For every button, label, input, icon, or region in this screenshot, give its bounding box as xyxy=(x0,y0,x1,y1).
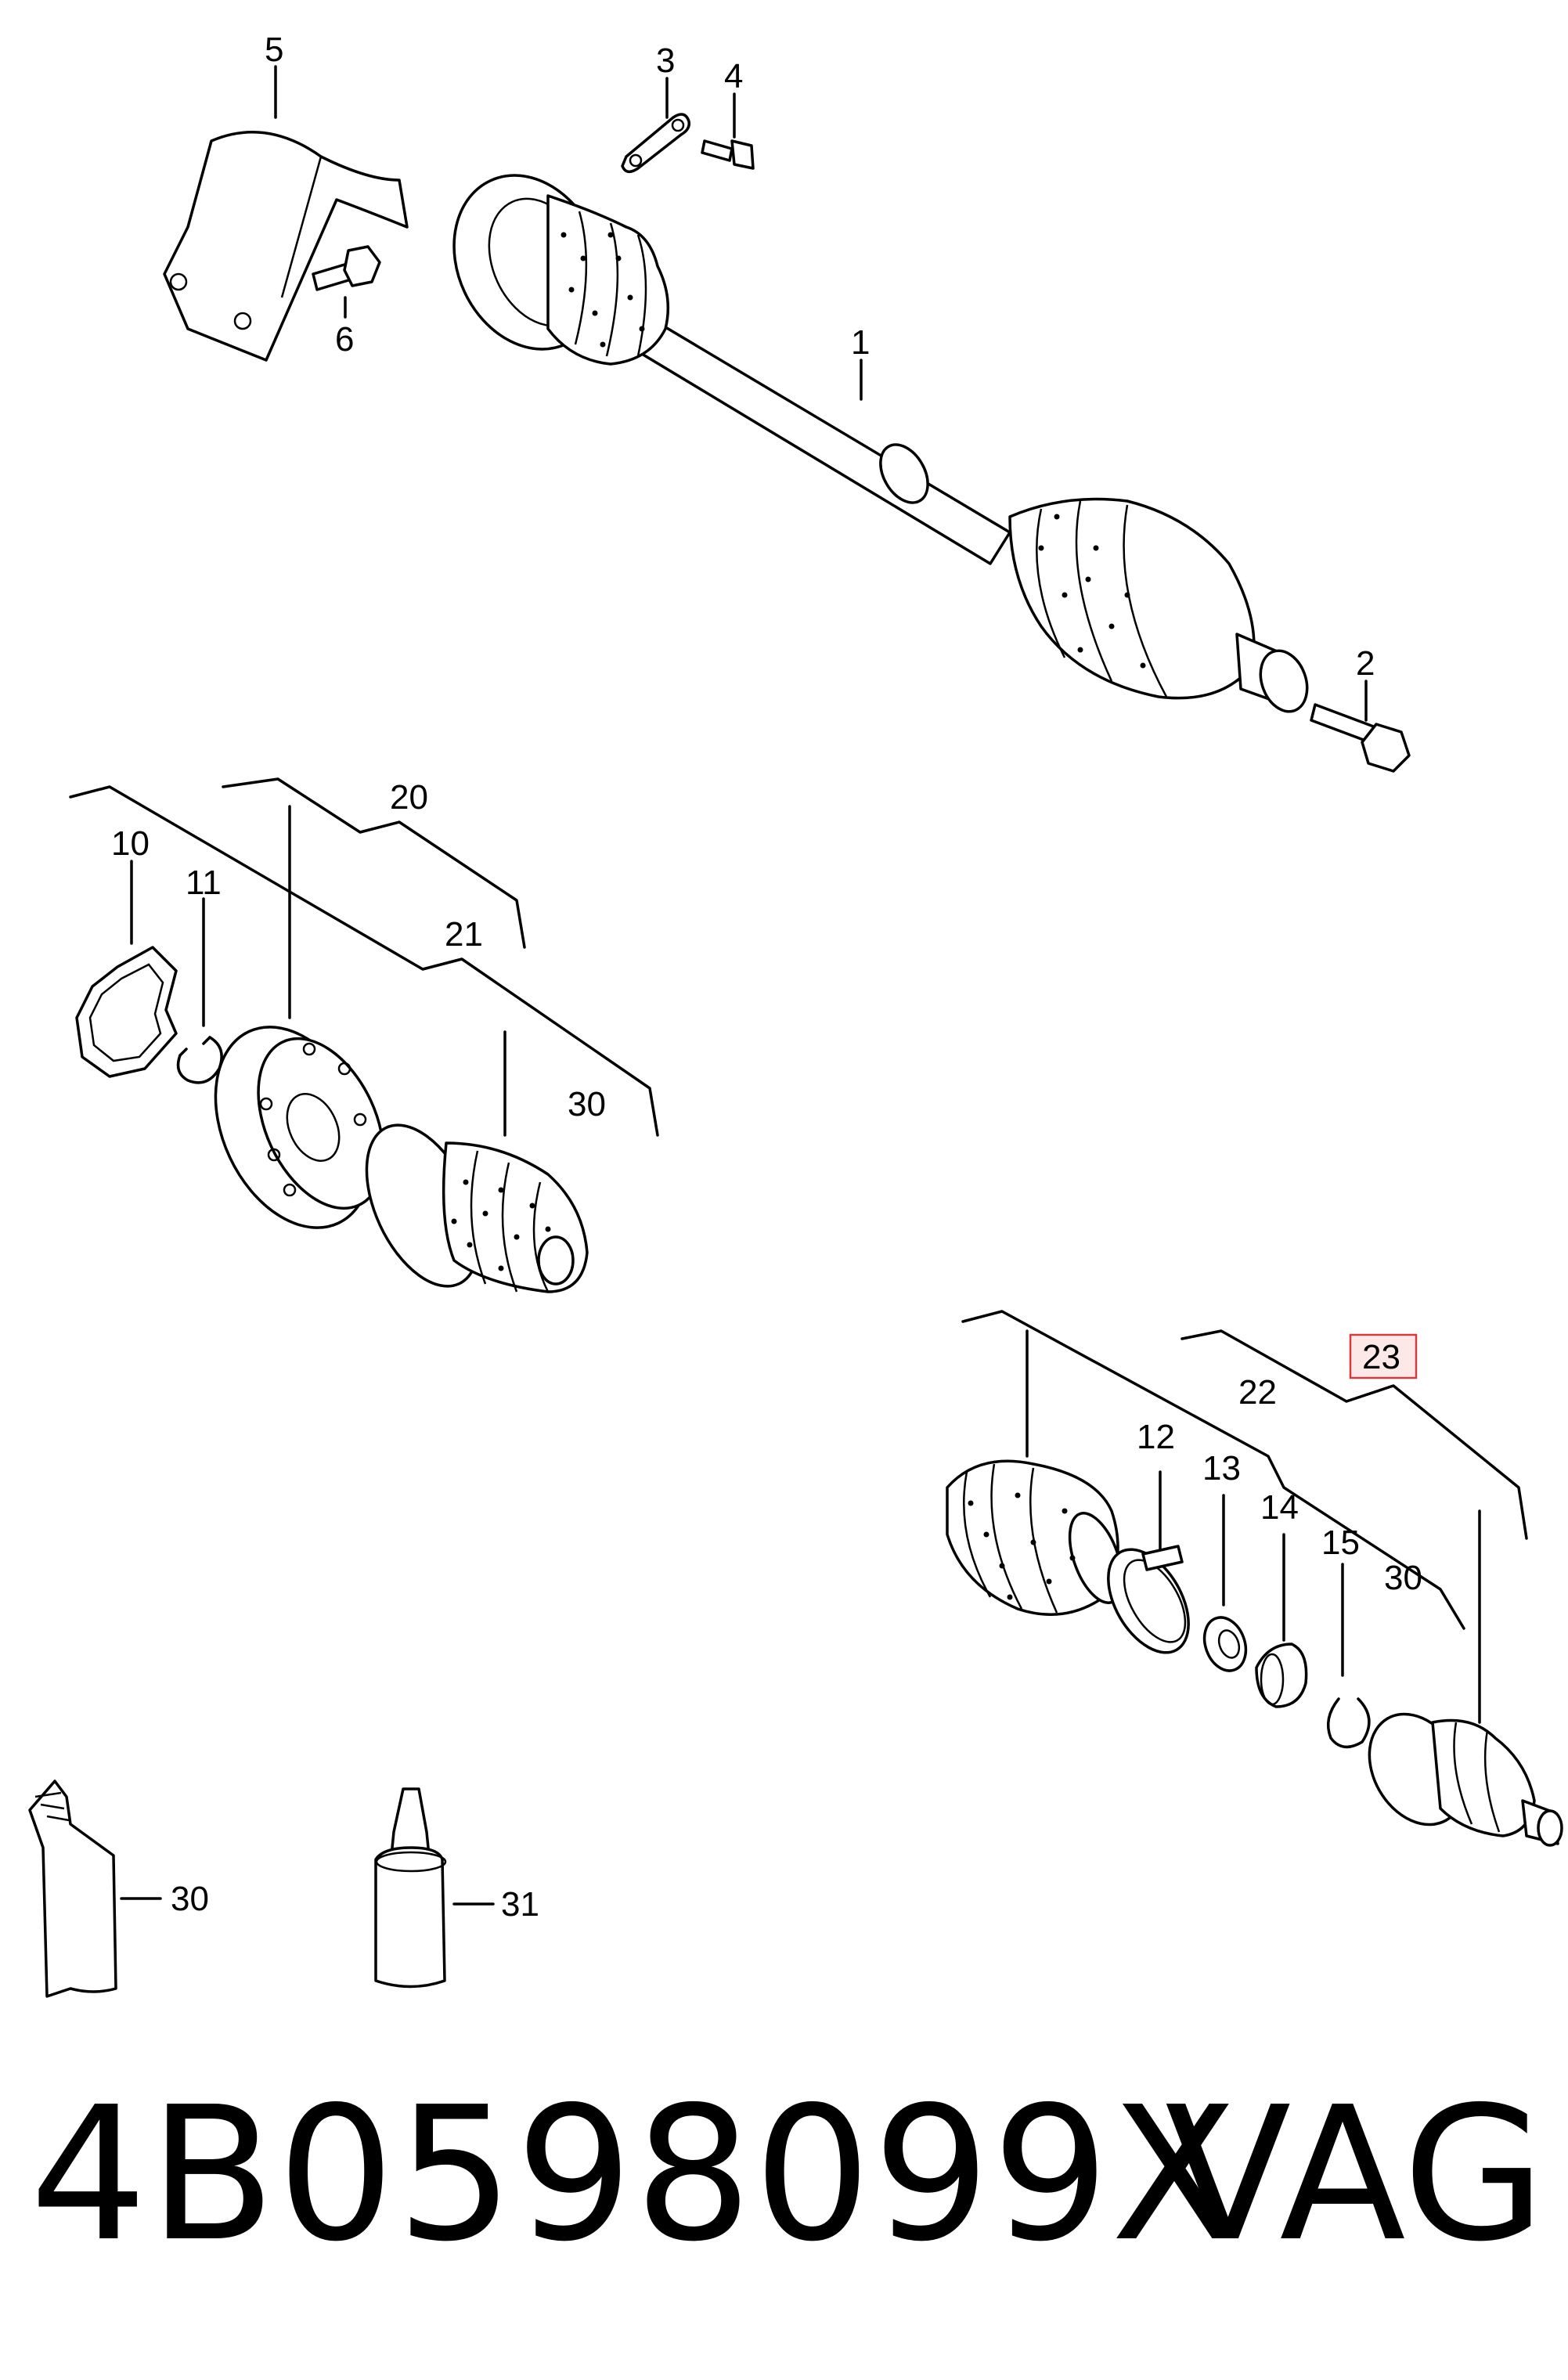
heat-shield-5[interactable] xyxy=(163,131,409,362)
callout-30: 30 xyxy=(171,1880,209,1918)
drive-shaft[interactable] xyxy=(427,151,1315,718)
callout-30: 30 xyxy=(568,1085,606,1123)
gasket-10[interactable] xyxy=(75,946,178,1078)
outer-boot-dots xyxy=(968,1492,1076,1600)
washer-13[interactable] xyxy=(1198,1612,1253,1677)
outer-cv-joint-23[interactable] xyxy=(1350,1697,1563,1847)
boot-texture-dots xyxy=(561,232,1146,669)
clamp-12[interactable] xyxy=(1092,1536,1206,1667)
leader-lines-top xyxy=(274,65,1368,722)
bracket-lines-outer-kit xyxy=(961,1310,1528,1724)
callout-30: 30 xyxy=(1384,1559,1422,1597)
callout-4: 4 xyxy=(724,57,743,96)
callout-14: 14 xyxy=(1260,1488,1299,1527)
callout-23: 23 xyxy=(1362,1338,1400,1376)
brand-name: VAG xyxy=(1165,2067,1546,2282)
clip-3[interactable] xyxy=(621,113,691,174)
dished-washer-14[interactable] xyxy=(1255,1643,1308,1708)
callout-1: 1 xyxy=(851,323,870,362)
callout-23-highlight xyxy=(1349,1333,1418,1379)
sealant-bottle-31[interactable] xyxy=(374,1787,447,1989)
callout-6: 6 xyxy=(335,320,354,359)
callout-21: 21 xyxy=(445,915,483,954)
callout-15: 15 xyxy=(1321,1524,1360,1562)
callout-22: 22 xyxy=(1238,1373,1277,1412)
grease-tube-30[interactable] xyxy=(28,1780,117,1998)
boot-21-dots xyxy=(451,1179,551,1271)
bracket-lines-inner-kit xyxy=(69,777,659,1137)
bolt-6[interactable] xyxy=(312,245,381,291)
screw-4[interactable] xyxy=(701,139,755,170)
callout-20: 20 xyxy=(390,778,428,817)
circlip-11[interactable] xyxy=(176,1036,223,1084)
callout-3: 3 xyxy=(656,41,675,80)
callout-10: 10 xyxy=(111,824,150,863)
bolt-2[interactable] xyxy=(1310,703,1411,773)
circlip-15[interactable] xyxy=(1326,1697,1371,1749)
callout-2: 2 xyxy=(1356,644,1375,683)
part-number: 4B0598099X xyxy=(30,2067,1239,2282)
callout-13: 13 xyxy=(1202,1449,1241,1488)
callout-5: 5 xyxy=(265,31,283,69)
callout-11: 11 xyxy=(186,864,222,902)
callout-31: 31 xyxy=(501,1885,539,1924)
outer-boot[interactable] xyxy=(946,1459,1133,1617)
boot-21[interactable] xyxy=(344,1108,589,1304)
exploded-parts-diagram: 5 1 2 3 4 6 20 10 11 21 30 xyxy=(28,31,1563,1998)
cv-joint-20[interactable] xyxy=(185,1002,409,1253)
callout-12: 12 xyxy=(1137,1418,1175,1456)
